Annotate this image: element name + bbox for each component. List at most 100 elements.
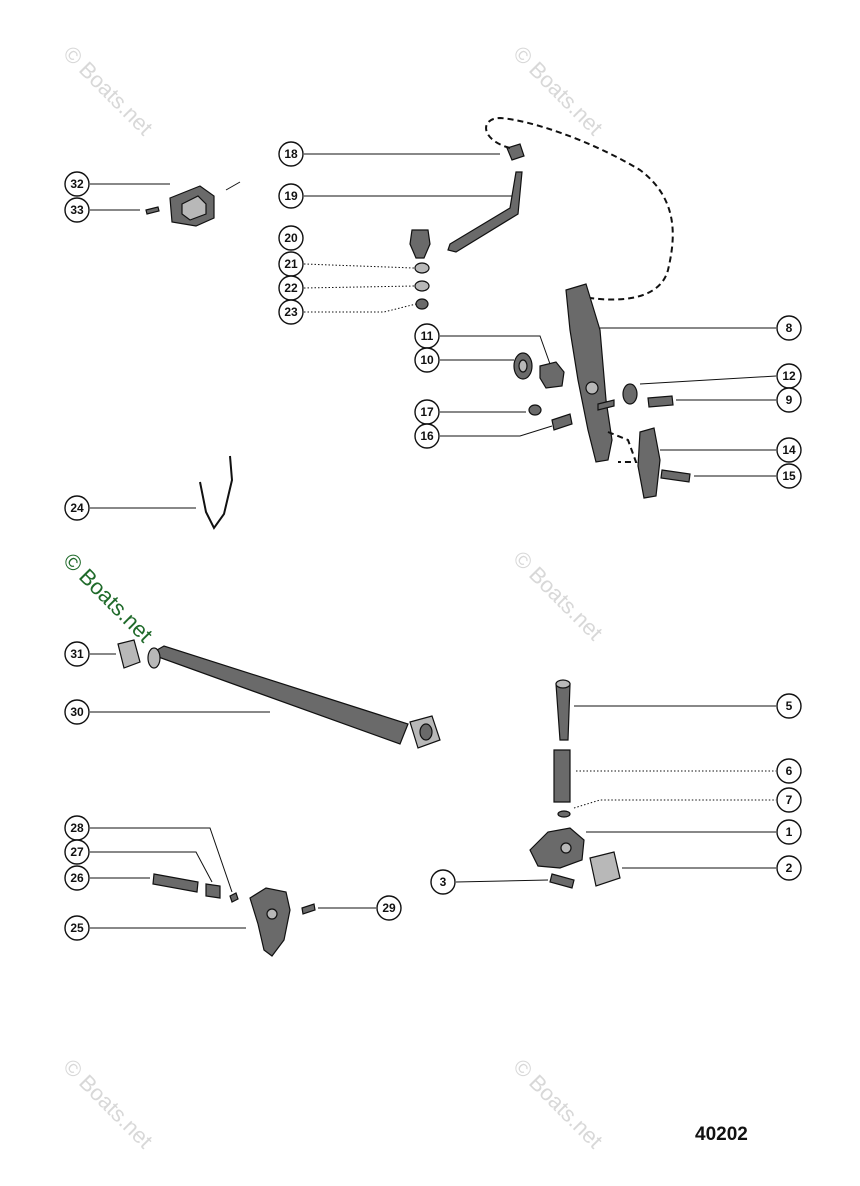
part-30-tube (148, 645, 409, 745)
callout-circle (64, 641, 90, 667)
part-30-end-nut-hole (419, 723, 433, 741)
part-29-pin (301, 903, 316, 915)
part-3-screw (549, 873, 575, 889)
part-27-spring (205, 883, 221, 899)
part-30-tube-end (147, 647, 161, 669)
callout-circle (278, 299, 304, 325)
callout-circle (776, 758, 802, 784)
watermark: © Boats.net (508, 1054, 607, 1153)
leader-23 (304, 303, 417, 313)
leader-7 (573, 799, 776, 809)
part-14-link (637, 427, 661, 499)
callout-label: 6 (786, 764, 793, 778)
callout-12: 12 (776, 363, 802, 389)
callout-circle (278, 225, 304, 251)
part-5-bolt-head (555, 679, 571, 689)
callout-3: 3 (430, 869, 456, 895)
leader-lines (90, 153, 777, 929)
part-10-washer-inner (518, 359, 528, 373)
callout-label: 20 (284, 231, 298, 245)
callout-6: 6 (776, 758, 802, 784)
callout-14: 14 (776, 437, 802, 463)
callout-21: 21 (278, 251, 304, 277)
watermarks: © Boats.net © Boats.net © Boats.net © Bo… (58, 41, 607, 1153)
part-21-washer (414, 262, 430, 274)
callout-label: 11 (421, 329, 434, 343)
callout-circle (776, 437, 802, 463)
callout-label: 28 (70, 821, 84, 835)
callout-19: 19 (278, 183, 304, 209)
callout-26: 26 (64, 865, 90, 891)
leader-27 (90, 851, 213, 883)
callout-circle (776, 463, 802, 489)
part-2-cap (589, 851, 621, 887)
part-22-washer (414, 280, 430, 292)
callout-label: 29 (382, 901, 396, 915)
callout-30: 30 (64, 699, 90, 725)
part-18-cap (506, 143, 525, 161)
callout-circle (64, 865, 90, 891)
callout-23: 23 (278, 299, 304, 325)
part-9-bolt (647, 395, 674, 408)
callout-circle (776, 855, 802, 881)
part-16-spring (551, 413, 573, 431)
part-12-washer (622, 383, 638, 405)
callout-circle (776, 315, 802, 341)
callout-label: 25 (70, 921, 84, 935)
leader-28 (90, 827, 233, 893)
callouts: 32 33 18 19 20 21 22 23 11 10 17 16 8 12… (64, 141, 802, 941)
leader-11 (440, 335, 551, 365)
part-25-bracket-hole (266, 908, 278, 920)
callout-16: 16 (414, 423, 440, 449)
callout-17: 17 (414, 399, 440, 425)
callout-label: 16 (420, 429, 434, 443)
callout-2: 2 (776, 855, 802, 881)
callout-circle (414, 423, 440, 449)
part-17-nut (528, 404, 542, 416)
watermark: © Boats.net (508, 41, 607, 140)
part-1-housing (529, 827, 585, 869)
callout-label: 9 (786, 393, 793, 407)
callout-20: 20 (278, 225, 304, 251)
callout-25: 25 (64, 915, 90, 941)
callout-5: 5 (776, 693, 802, 719)
callout-label: 14 (782, 443, 796, 457)
callout-label: 23 (284, 305, 298, 319)
callout-label: 3 (440, 875, 447, 889)
callout-31: 31 (64, 641, 90, 667)
watermark: © Boats.net (508, 546, 607, 645)
part-small-pin (597, 399, 615, 411)
callout-circle (776, 787, 802, 813)
callout-label: 22 (284, 281, 298, 295)
diagram-number: 40202 (695, 1124, 748, 1145)
callout-9: 9 (776, 387, 802, 413)
callout-label: 24 (70, 501, 84, 515)
part-link-dashed (607, 431, 638, 463)
part-32-bracket-face (181, 195, 207, 221)
watermark: © Boats.net (58, 1054, 157, 1153)
part-drawings (117, 116, 691, 957)
part-20-fitting (409, 229, 431, 259)
callout-27: 27 (64, 839, 90, 865)
callout-label: 1 (786, 825, 793, 839)
part-33-screw (145, 206, 160, 215)
callout-22: 22 (278, 275, 304, 301)
leader-3 (455, 879, 549, 883)
leader-22 (303, 285, 415, 289)
part-11-block (539, 361, 565, 389)
callout-circle (278, 183, 304, 209)
callout-label: 19 (284, 189, 298, 203)
part-23-nut (415, 298, 429, 310)
callout-circle (376, 895, 402, 921)
callout-label: 30 (70, 705, 84, 719)
callout-8: 8 (776, 315, 802, 341)
watermark-green: © Boats.net (58, 548, 157, 647)
callout-11: 11 (414, 323, 440, 349)
leader-21 (303, 263, 415, 269)
part-19-rod (447, 171, 523, 253)
callout-circle (64, 699, 90, 725)
callout-label: 18 (284, 147, 298, 161)
part-1-housing-hole (560, 842, 572, 854)
callout-circle (64, 197, 90, 223)
callout-label: 15 (782, 469, 796, 483)
